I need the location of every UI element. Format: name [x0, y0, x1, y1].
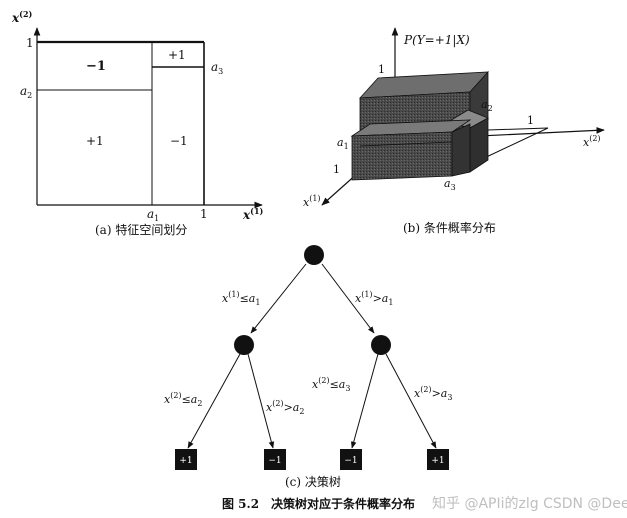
- tree-edge-label-left-right: x(2)>a2: [266, 399, 304, 416]
- tree-edge-right-right: [385, 353, 437, 449]
- panel-b-x2-tick: 1: [527, 114, 534, 127]
- panel-c-decision-tree: +1 −1 −1 +1 x(1)≤a1 x(1)>a1 x(2)≤a2 x(2)…: [164, 245, 452, 489]
- tree-leaf-3: −1: [340, 449, 362, 470]
- panel-b-x1-axis-label: x(1): [303, 194, 321, 209]
- tree-edge-label-root-right: x(1)>a1: [355, 290, 393, 307]
- tree-edge-label-right-left: x(2)≤a3: [312, 376, 350, 393]
- panel-a-region-bottom-left: +1: [86, 134, 104, 148]
- panel-a-region-top-right: +1: [168, 48, 186, 62]
- panel-a-x-tick-a1: a1: [147, 207, 159, 223]
- panel-a-y-tick-a2: a2: [20, 84, 32, 100]
- tree-leaf-4-label: +1: [431, 456, 444, 466]
- figure-caption: 图 5.2 决策树对应于条件概率分布: [222, 496, 415, 511]
- tree-edge-right-left: [350, 353, 379, 449]
- tree-edge-left-left: [187, 353, 241, 449]
- panel-a-feature-space: x(2) x(1) 1 a2 a1 1 a3 −1 +1 +1 −1 (a) 特…: [11, 9, 264, 237]
- panel-b-a2-label: a2: [481, 98, 493, 113]
- tree-leaf-4: +1: [427, 449, 449, 470]
- tree-edge-label-left-left: x(2)≤a2: [164, 391, 202, 408]
- panel-b-a1-label: a1: [337, 136, 349, 151]
- tree-edge-label-right-right: x(2)>a3: [414, 385, 452, 402]
- panel-b-a3-label: a3: [444, 177, 456, 192]
- tree-leaf-1-label: +1: [179, 456, 192, 466]
- panel-b-x2-axis-label: x(2): [583, 134, 601, 149]
- panel-b-x1-tick: 1: [333, 163, 340, 176]
- panel-b-z-tick: 1: [378, 63, 385, 76]
- panel-a-y-tick-1: 1: [26, 36, 34, 50]
- tree-leaf-1: +1: [175, 449, 197, 470]
- panel-b-conditional-probability: P(Y=+1|X) 1 x(2) 1 x(1) 1 a1 a2 a3 (b) 条…: [303, 27, 605, 235]
- tree-node-right: [371, 335, 391, 355]
- panel-b-block-step-side: [469, 117, 489, 173]
- panel-a-a3-label: a3: [211, 60, 223, 76]
- panel-a-region-top-left: −1: [86, 59, 106, 74]
- panel-a-x-tick-1: 1: [200, 207, 208, 221]
- tree-edge-label-root-left: x(1)≤a1: [222, 290, 260, 307]
- panel-b-z-axis-label: P(Y=+1|X): [403, 33, 470, 47]
- panel-b-block-side-front: [451, 123, 471, 177]
- panel-a-region-bottom-right: −1: [170, 134, 188, 148]
- tree-leaf-2: −1: [264, 449, 286, 470]
- panel-b-prob-blocks: [350, 70, 489, 181]
- panel-c-caption: (c) 决策树: [285, 474, 341, 489]
- watermark: 知乎 @APIi的zlg CSDN @DeeGLMath: [432, 495, 627, 512]
- tree-edge-root-right: [321, 263, 375, 334]
- panel-b-block-seam: [359, 141, 453, 147]
- tree-leaf-2-label: −1: [268, 456, 281, 466]
- tree-edge-left-right: [247, 353, 275, 449]
- tree-node-left: [234, 335, 254, 355]
- panel-a-y-axis-label: x(2): [11, 9, 33, 25]
- panel-b-caption: (b) 条件概率分布: [403, 220, 496, 235]
- tree-leaf-3-label: −1: [344, 456, 357, 466]
- panel-a-caption: (a) 特征空间划分: [95, 222, 187, 237]
- tree-node-root: [304, 245, 324, 265]
- panel-a-x-axis-label: x(1): [242, 206, 264, 222]
- tree-edge-root-left: [250, 263, 307, 334]
- panel-b-block-front-front: [351, 131, 453, 181]
